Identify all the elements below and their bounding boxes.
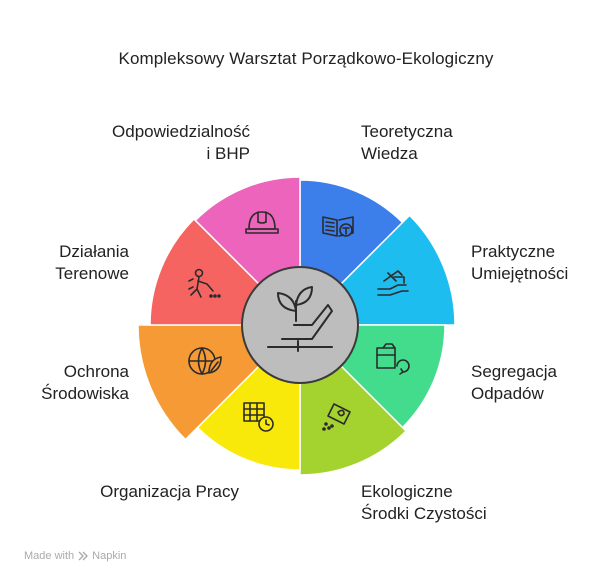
footer-brand: Napkin: [92, 550, 127, 562]
label-ochrona-srodowiska: Ochrona Środowiska: [41, 362, 129, 403]
label-dzialania-terenowe: Działania Terenowe: [55, 242, 129, 283]
label-odpowiedzialnosc-bhp: Odpowiedzialność i BHP: [112, 122, 250, 163]
eco-spray-icon: [322, 403, 351, 431]
schedule-clock-icon: [243, 402, 274, 432]
label-segregacja-odpadow: Segregacja Odpadów: [471, 362, 558, 403]
recycle-box-icon: [376, 343, 410, 375]
footer-made-with: Made with: [24, 550, 75, 562]
helmet-icon: [245, 211, 279, 234]
napkin-logo-icon: [78, 551, 89, 561]
book-text-icon: [322, 216, 354, 237]
field-worker-icon: [188, 268, 221, 298]
label-teoretyczna-wiedza: Teoretyczna Wiedza: [361, 122, 453, 163]
icons-group: [188, 211, 410, 432]
label-ekologiczne-srodki: Ekologiczne Środki Czystości: [361, 482, 487, 523]
label-praktyczne-umiejetnosci: Praktyczne Umiejętności: [471, 242, 569, 283]
segments-group: [137, 176, 456, 476]
hand-sprout-icon: [267, 286, 333, 352]
globe-leaf-icon: [188, 347, 222, 375]
diagram-title: Kompleksowy Warsztat Porządkowo-Ekologic…: [118, 49, 494, 68]
label-organizacja-pracy: Organizacja Pracy: [100, 482, 239, 501]
hands-on-tools-icon: [377, 270, 409, 296]
footer-watermark: Made with Napkin: [24, 550, 126, 562]
